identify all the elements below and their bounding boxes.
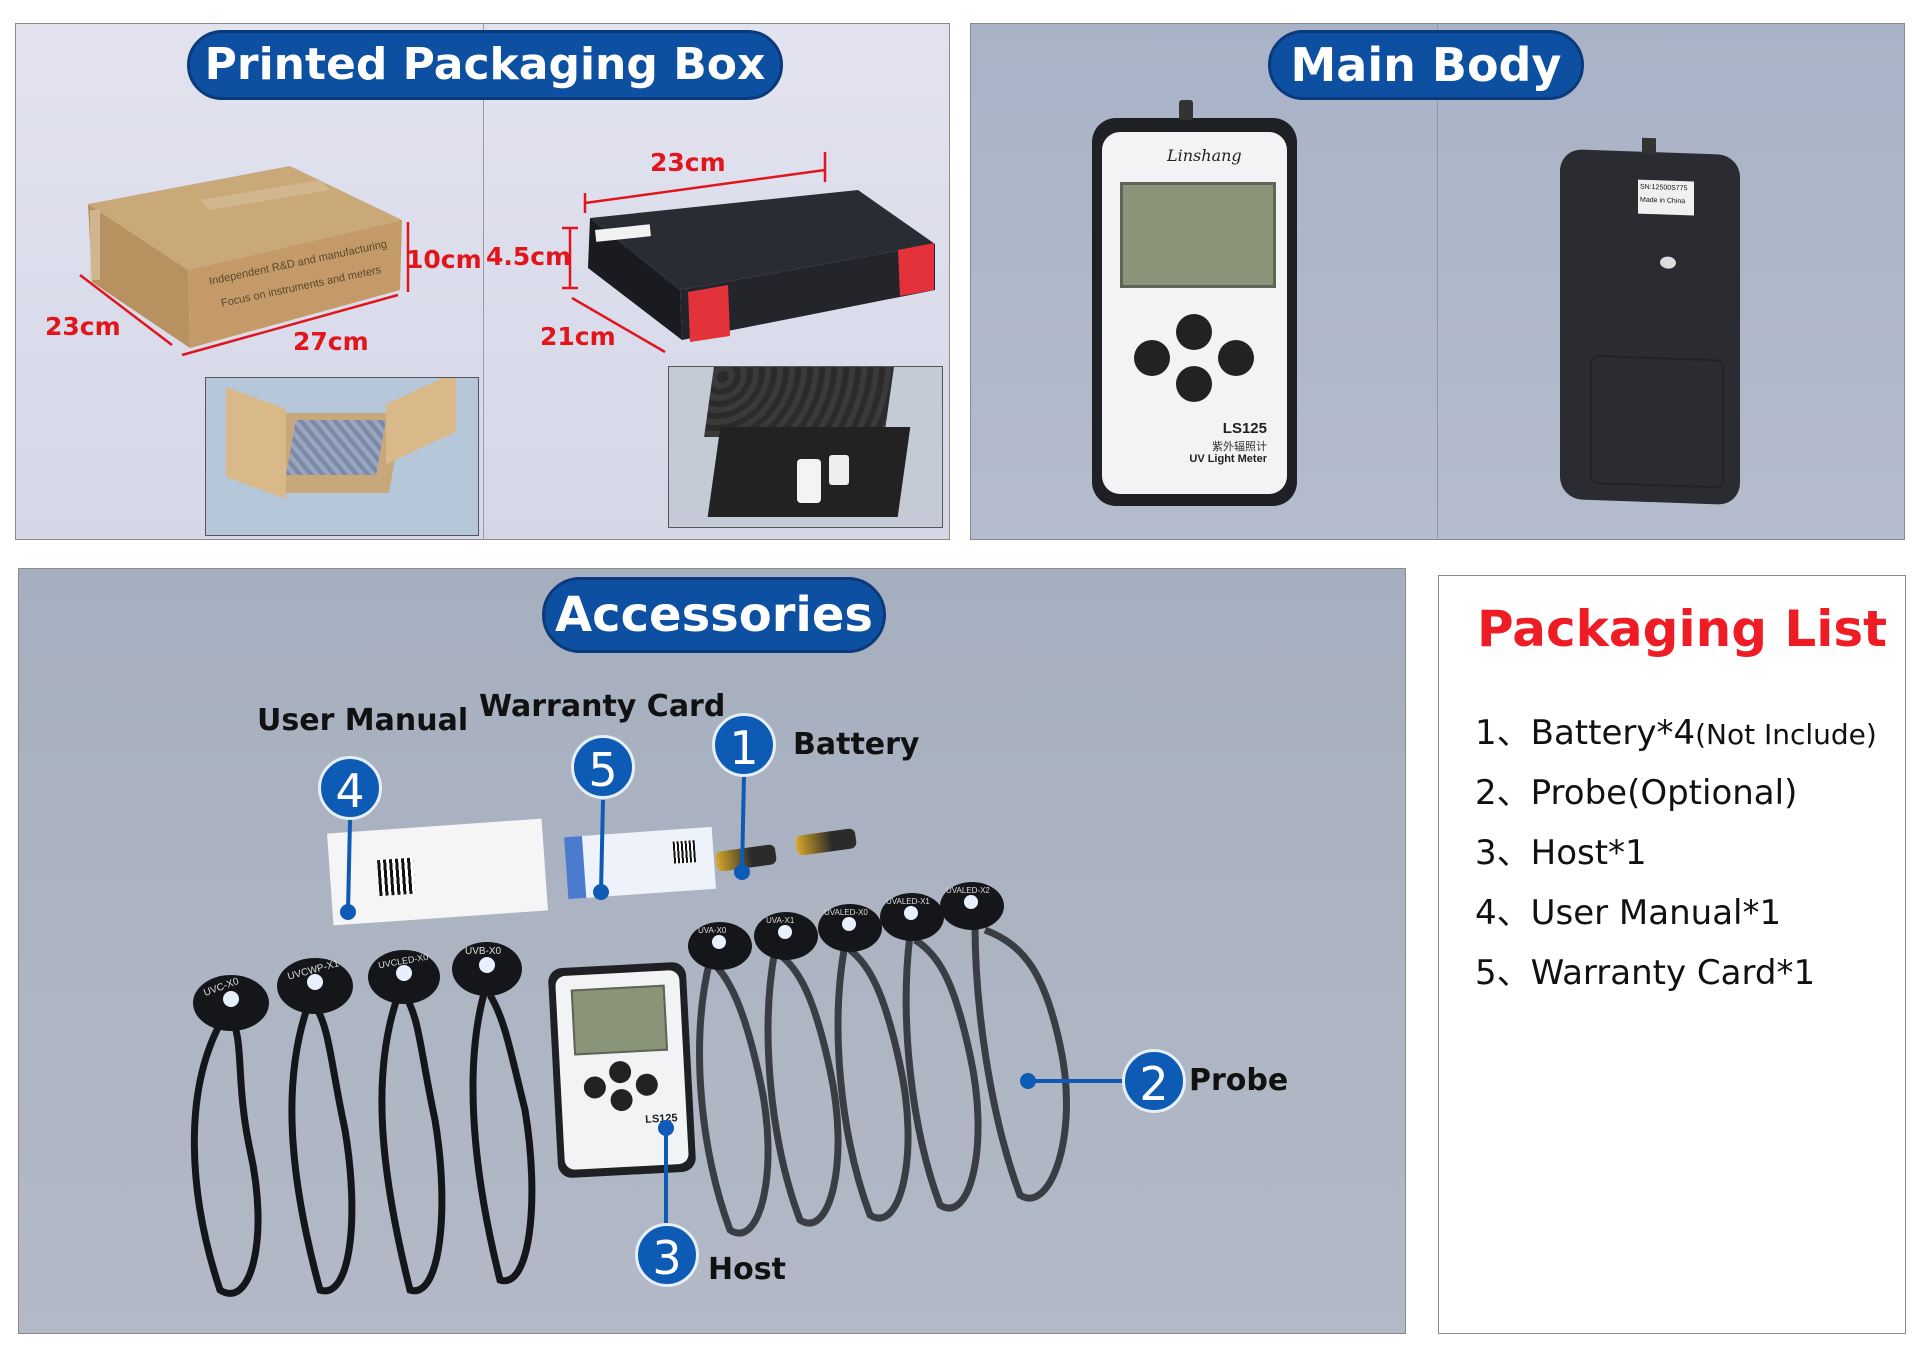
- box-dimension-lines: [79, 222, 410, 357]
- callout-label-battery: Battery: [793, 727, 920, 762]
- probe-head-9: [940, 882, 1004, 930]
- probe-tag-6: UVA-X1: [766, 916, 795, 925]
- nav-down-icon: [1176, 366, 1212, 402]
- callout-badge-5: 5: [571, 735, 635, 799]
- probe-tag-5: UVA-X0: [698, 926, 727, 935]
- meter-front: Linshang LS125 紫外辐照计 UV Light Meter: [1092, 100, 1297, 506]
- probe-head-2: [277, 958, 353, 1014]
- probe-head-7: [818, 904, 882, 952]
- nav-left-icon: [1134, 340, 1170, 376]
- accessories-title: Accessories: [542, 577, 886, 653]
- open-case-photo: [668, 366, 943, 528]
- case-depth-label: 21cm: [540, 322, 616, 351]
- meter-product-name: UV Light Meter: [1189, 453, 1267, 465]
- probe-head-3: [368, 950, 440, 1004]
- box-width-label: 27cm: [293, 327, 369, 356]
- main-body-title: Main Body: [1268, 30, 1584, 100]
- meter-display: [1120, 182, 1276, 288]
- packaging-list-item-3: 3、Host*1: [1475, 833, 1647, 873]
- meter-model: LS125: [1222, 420, 1267, 437]
- hard-case: [588, 190, 935, 342]
- packaging-list-item-1: 1、Battery*4(Not Include): [1475, 713, 1877, 753]
- probe-head-1: [193, 975, 269, 1031]
- case-dimension-lines: [562, 152, 827, 354]
- nav-up-icon: [1176, 314, 1212, 350]
- packaging-list-item-2: 2、Probe(Optional): [1475, 773, 1798, 813]
- probe-tag-4: UVB-X0: [465, 946, 502, 957]
- nav-right-icon: [1218, 340, 1254, 376]
- callout-badge-4: 4: [318, 756, 382, 820]
- callout-badge-1: 1: [712, 713, 776, 777]
- probe-tag-7: UVALED-X0: [824, 908, 868, 917]
- packaging-list-item-5: 5、Warranty Card*1: [1475, 953, 1816, 993]
- probe-head-6: [754, 912, 818, 960]
- packaging-divider: [483, 24, 484, 539]
- packaging-title: Printed Packaging Box: [187, 30, 783, 100]
- packaging-list-item-4: 4、User Manual*1: [1475, 893, 1782, 933]
- cardboard-box: [88, 166, 402, 348]
- box-height-label: 10cm: [406, 245, 482, 274]
- case-width-label: 23cm: [650, 148, 726, 177]
- probe-head-4: [452, 942, 522, 996]
- meter-brand: Linshang: [1167, 146, 1242, 165]
- meter-chinese-name: 紫外辐照计: [1212, 441, 1267, 453]
- callout-badge-3: 3: [635, 1223, 699, 1287]
- packaging-list-title: Packaging List: [1477, 600, 1888, 658]
- box-depth-label: 23cm: [45, 312, 121, 341]
- callout-label-host: Host: [708, 1252, 786, 1287]
- main-body-divider: [1437, 24, 1438, 539]
- opened-box-photo: [205, 377, 479, 536]
- probe-head-5: [688, 922, 752, 970]
- probe-head-8: [880, 893, 944, 941]
- callout-label-warranty-card: Warranty Card: [479, 689, 726, 724]
- callout-badge-2: 2: [1122, 1049, 1186, 1113]
- callout-label-user-manual: User Manual: [257, 703, 469, 738]
- callout-label-probe: Probe: [1189, 1063, 1289, 1098]
- packaging-list-panel: [1438, 575, 1906, 1334]
- probe-tag-9: UVALED-X2: [946, 886, 990, 895]
- probe-tag-8: UVALED-X1: [886, 897, 930, 906]
- case-height-label: 4.5cm: [486, 242, 572, 271]
